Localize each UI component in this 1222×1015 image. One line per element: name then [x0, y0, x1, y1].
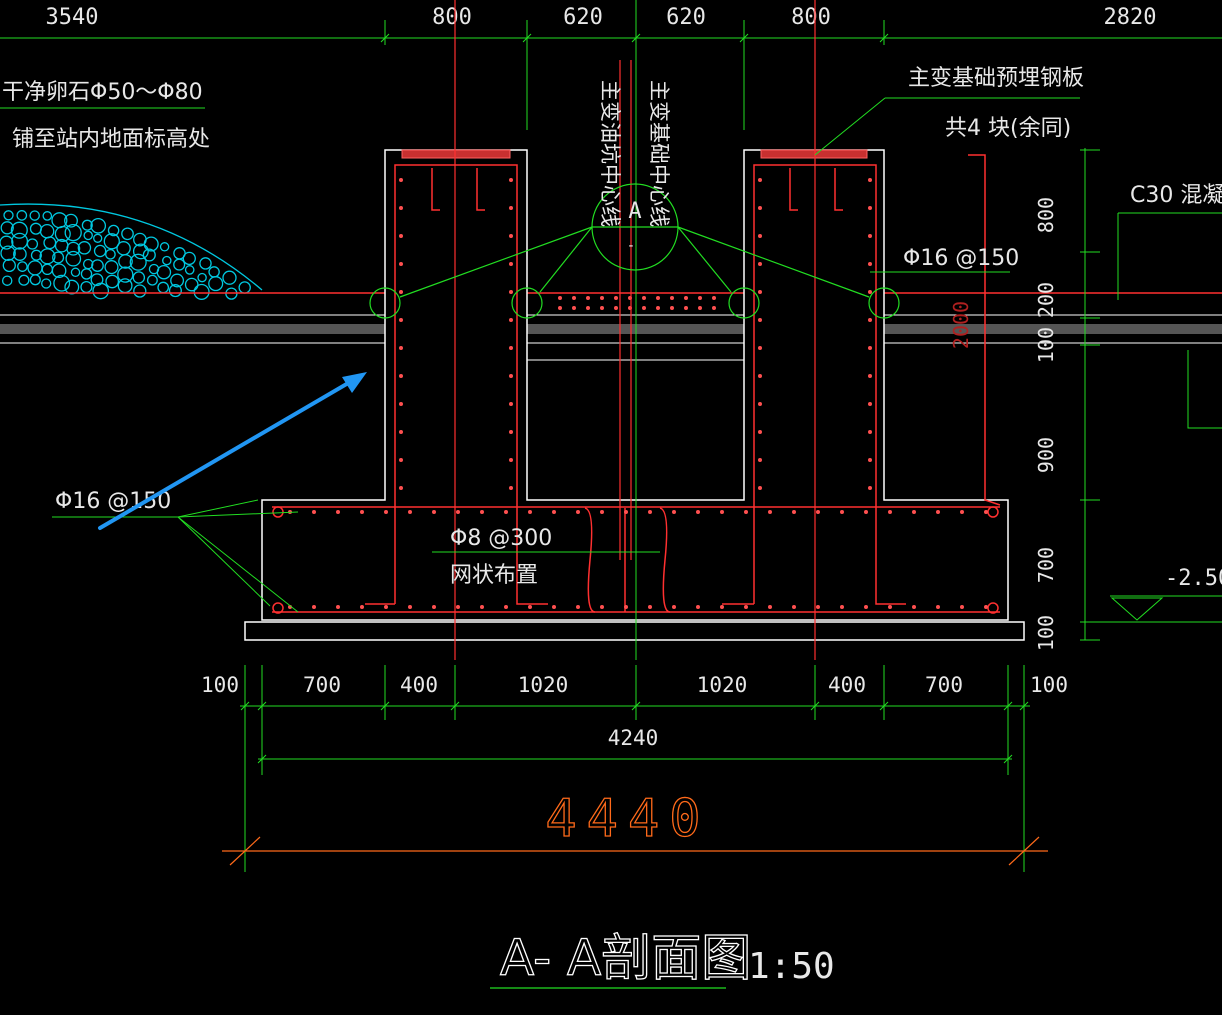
- section-scale: 1:50: [748, 946, 835, 987]
- steel-plate-note-line1: 主变基础预埋钢板: [908, 66, 1084, 91]
- bottom-dim-6: 400: [828, 673, 866, 697]
- detail-callout: [369, 183, 900, 319]
- top-dim-3: 620: [563, 5, 603, 30]
- steel-plate-leader: [814, 97, 1080, 156]
- mesh-rebar-note: 网状布置: [450, 563, 538, 588]
- right-dim-3: 100: [1034, 327, 1058, 363]
- detail-mark: A: [628, 199, 641, 224]
- bottom-dim-5: 1020: [697, 673, 748, 697]
- right-steel-plate: [760, 149, 868, 159]
- annotation-arrow: [98, 372, 367, 530]
- steel-plate-note-line2: 共4 块(余同): [945, 116, 1071, 141]
- concrete-note: C30 混凝土: [1130, 183, 1222, 208]
- oil-pit-centerline-label: 主变油坑中心线: [598, 80, 622, 227]
- bottom-dim-7: 700: [925, 673, 963, 697]
- bottom-dim-1: 100: [201, 673, 239, 697]
- center-lines: [454, 0, 816, 660]
- bottom-dim-3: 400: [400, 673, 438, 697]
- total-inner-dim: 4240: [608, 726, 659, 750]
- top-dim-6: 2820: [1104, 5, 1157, 30]
- mesh-rebar-label: Φ8 @300: [450, 526, 552, 551]
- top-dim-4: 620: [666, 5, 706, 30]
- outer-dimension-line: [222, 836, 1048, 866]
- right-dim-1: 800: [1034, 197, 1058, 233]
- concrete-leader: [1117, 212, 1222, 429]
- gravel-fill: [0, 203, 263, 300]
- rebar-dots: [288, 178, 988, 609]
- left-rebar-leader: [52, 499, 299, 613]
- section-title: A- A剖面图: [500, 929, 751, 987]
- foundation-outline: [244, 149, 1025, 641]
- bottom-dim-2: 700: [303, 673, 341, 697]
- right-dim-4: 900: [1034, 437, 1058, 473]
- bottom-dimension-chain: [240, 665, 1030, 872]
- gravel-note-line2: 铺至站内地面标高处: [12, 127, 210, 152]
- gravel-note-line1: 干净卵石Φ50～Φ80: [2, 80, 203, 105]
- right-dim-5: 700: [1034, 547, 1058, 583]
- right-dim-2: 200: [1034, 282, 1058, 318]
- right-dim-6: 100: [1034, 615, 1058, 651]
- top-dim-1: 3540: [46, 5, 99, 30]
- right-dimension-chain: [1080, 148, 1222, 641]
- top-dim-2: 800: [432, 5, 472, 30]
- detail-sheet-dash: -: [627, 238, 635, 254]
- total-outer-dim: 4440: [545, 789, 710, 849]
- foundation-centerline-label: 主变基础中心线: [647, 80, 671, 227]
- wall-height-dim: 2000: [949, 301, 973, 349]
- elevation-label: -2.50: [1165, 566, 1222, 591]
- bottom-dim-8: 100: [1030, 673, 1068, 697]
- top-dim-5: 800: [791, 5, 831, 30]
- wall-rebar-label: Φ16 @150: [903, 246, 1019, 271]
- bottom-dim-4: 1020: [518, 673, 569, 697]
- left-rebar-label: Φ16 @150: [55, 489, 171, 514]
- top-dimension-chain: [0, 0, 1222, 130]
- left-steel-plate: [401, 149, 511, 159]
